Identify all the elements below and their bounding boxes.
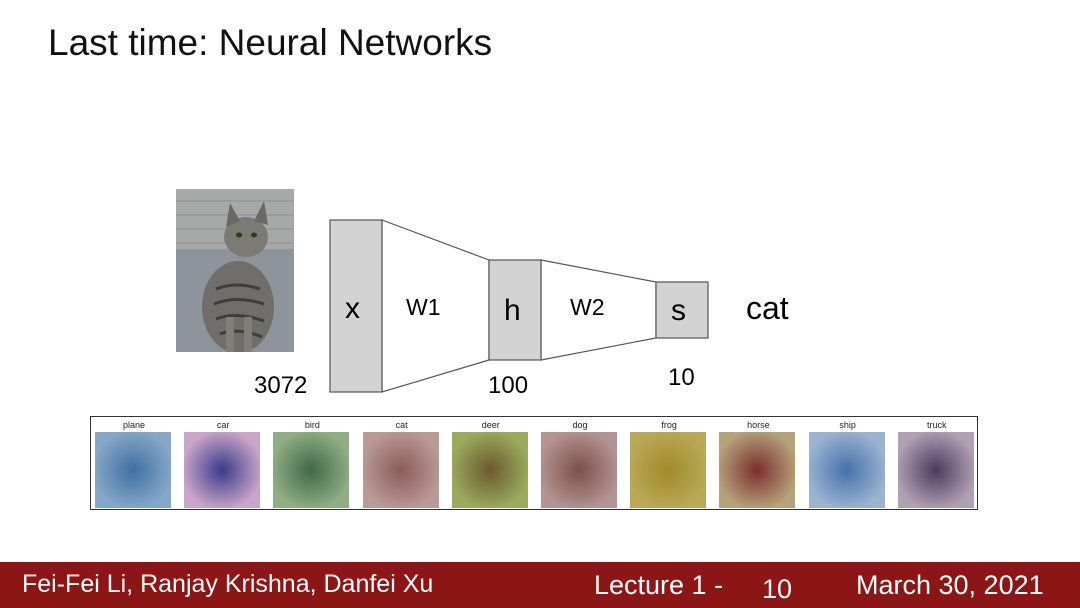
output-label: cat [746,290,789,326]
weight-w2-label: W2 [570,294,605,320]
footer-page-number: 10 [762,574,793,604]
template-image [541,432,617,508]
template-image [362,432,439,508]
template-frog: frog [630,419,708,508]
template-label: ship [839,420,856,430]
template-bird: bird [273,419,351,508]
class-templates-strip: plane car bird cat deer dog frog horse ship truck [90,416,978,510]
template-horse: horse [719,419,797,508]
layer-x-size: 3072 [254,372,308,399]
template-dog: dog [541,419,619,508]
weight-w1-label: W1 [406,294,441,320]
input-cat-image [176,189,294,352]
template-ship: ship [808,419,887,508]
template-truck: truck [897,419,976,508]
template-cat: cat [362,419,441,508]
template-image [897,432,974,508]
template-image [451,432,528,508]
template-image [184,432,261,508]
template-label: plane [122,420,146,430]
template-label: deer [481,420,500,430]
slide-title: Last time: Neural Networks [48,22,493,63]
layer-x-label: x [345,292,360,325]
template-label: dog [572,420,588,430]
layer-s-size: 10 [668,364,695,391]
layer-h-box [488,259,542,361]
template-image [273,432,350,508]
template-label: car [216,420,230,430]
footer-bar: Fei-Fei Li, Ranjay Krishna, Danfei Xu Le… [0,562,1080,608]
layer-s-box [655,281,709,339]
layer-h-label: h [504,294,521,327]
template-image [630,432,707,508]
template-label: horse [747,420,770,430]
template-image [719,432,796,508]
template-plane: plane [95,419,173,508]
cat-illustration [176,189,294,352]
footer-lecture: Lecture 1 - [594,570,724,600]
template-image [95,432,171,508]
footer-authors: Fei-Fei Li, Ranjay Krishna, Danfei Xu [22,570,434,598]
footer-date: March 30, 2021 [856,570,1044,600]
layer-x-box [329,219,383,393]
template-car: car [184,419,262,508]
template-image [808,432,885,508]
layer-s-label: s [671,294,686,327]
template-deer: deer [451,419,530,508]
template-label: bird [304,420,320,430]
layer-h-size: 100 [488,372,529,399]
template-label: cat [395,420,408,430]
template-label: truck [927,420,947,430]
template-label: frog [661,420,677,430]
